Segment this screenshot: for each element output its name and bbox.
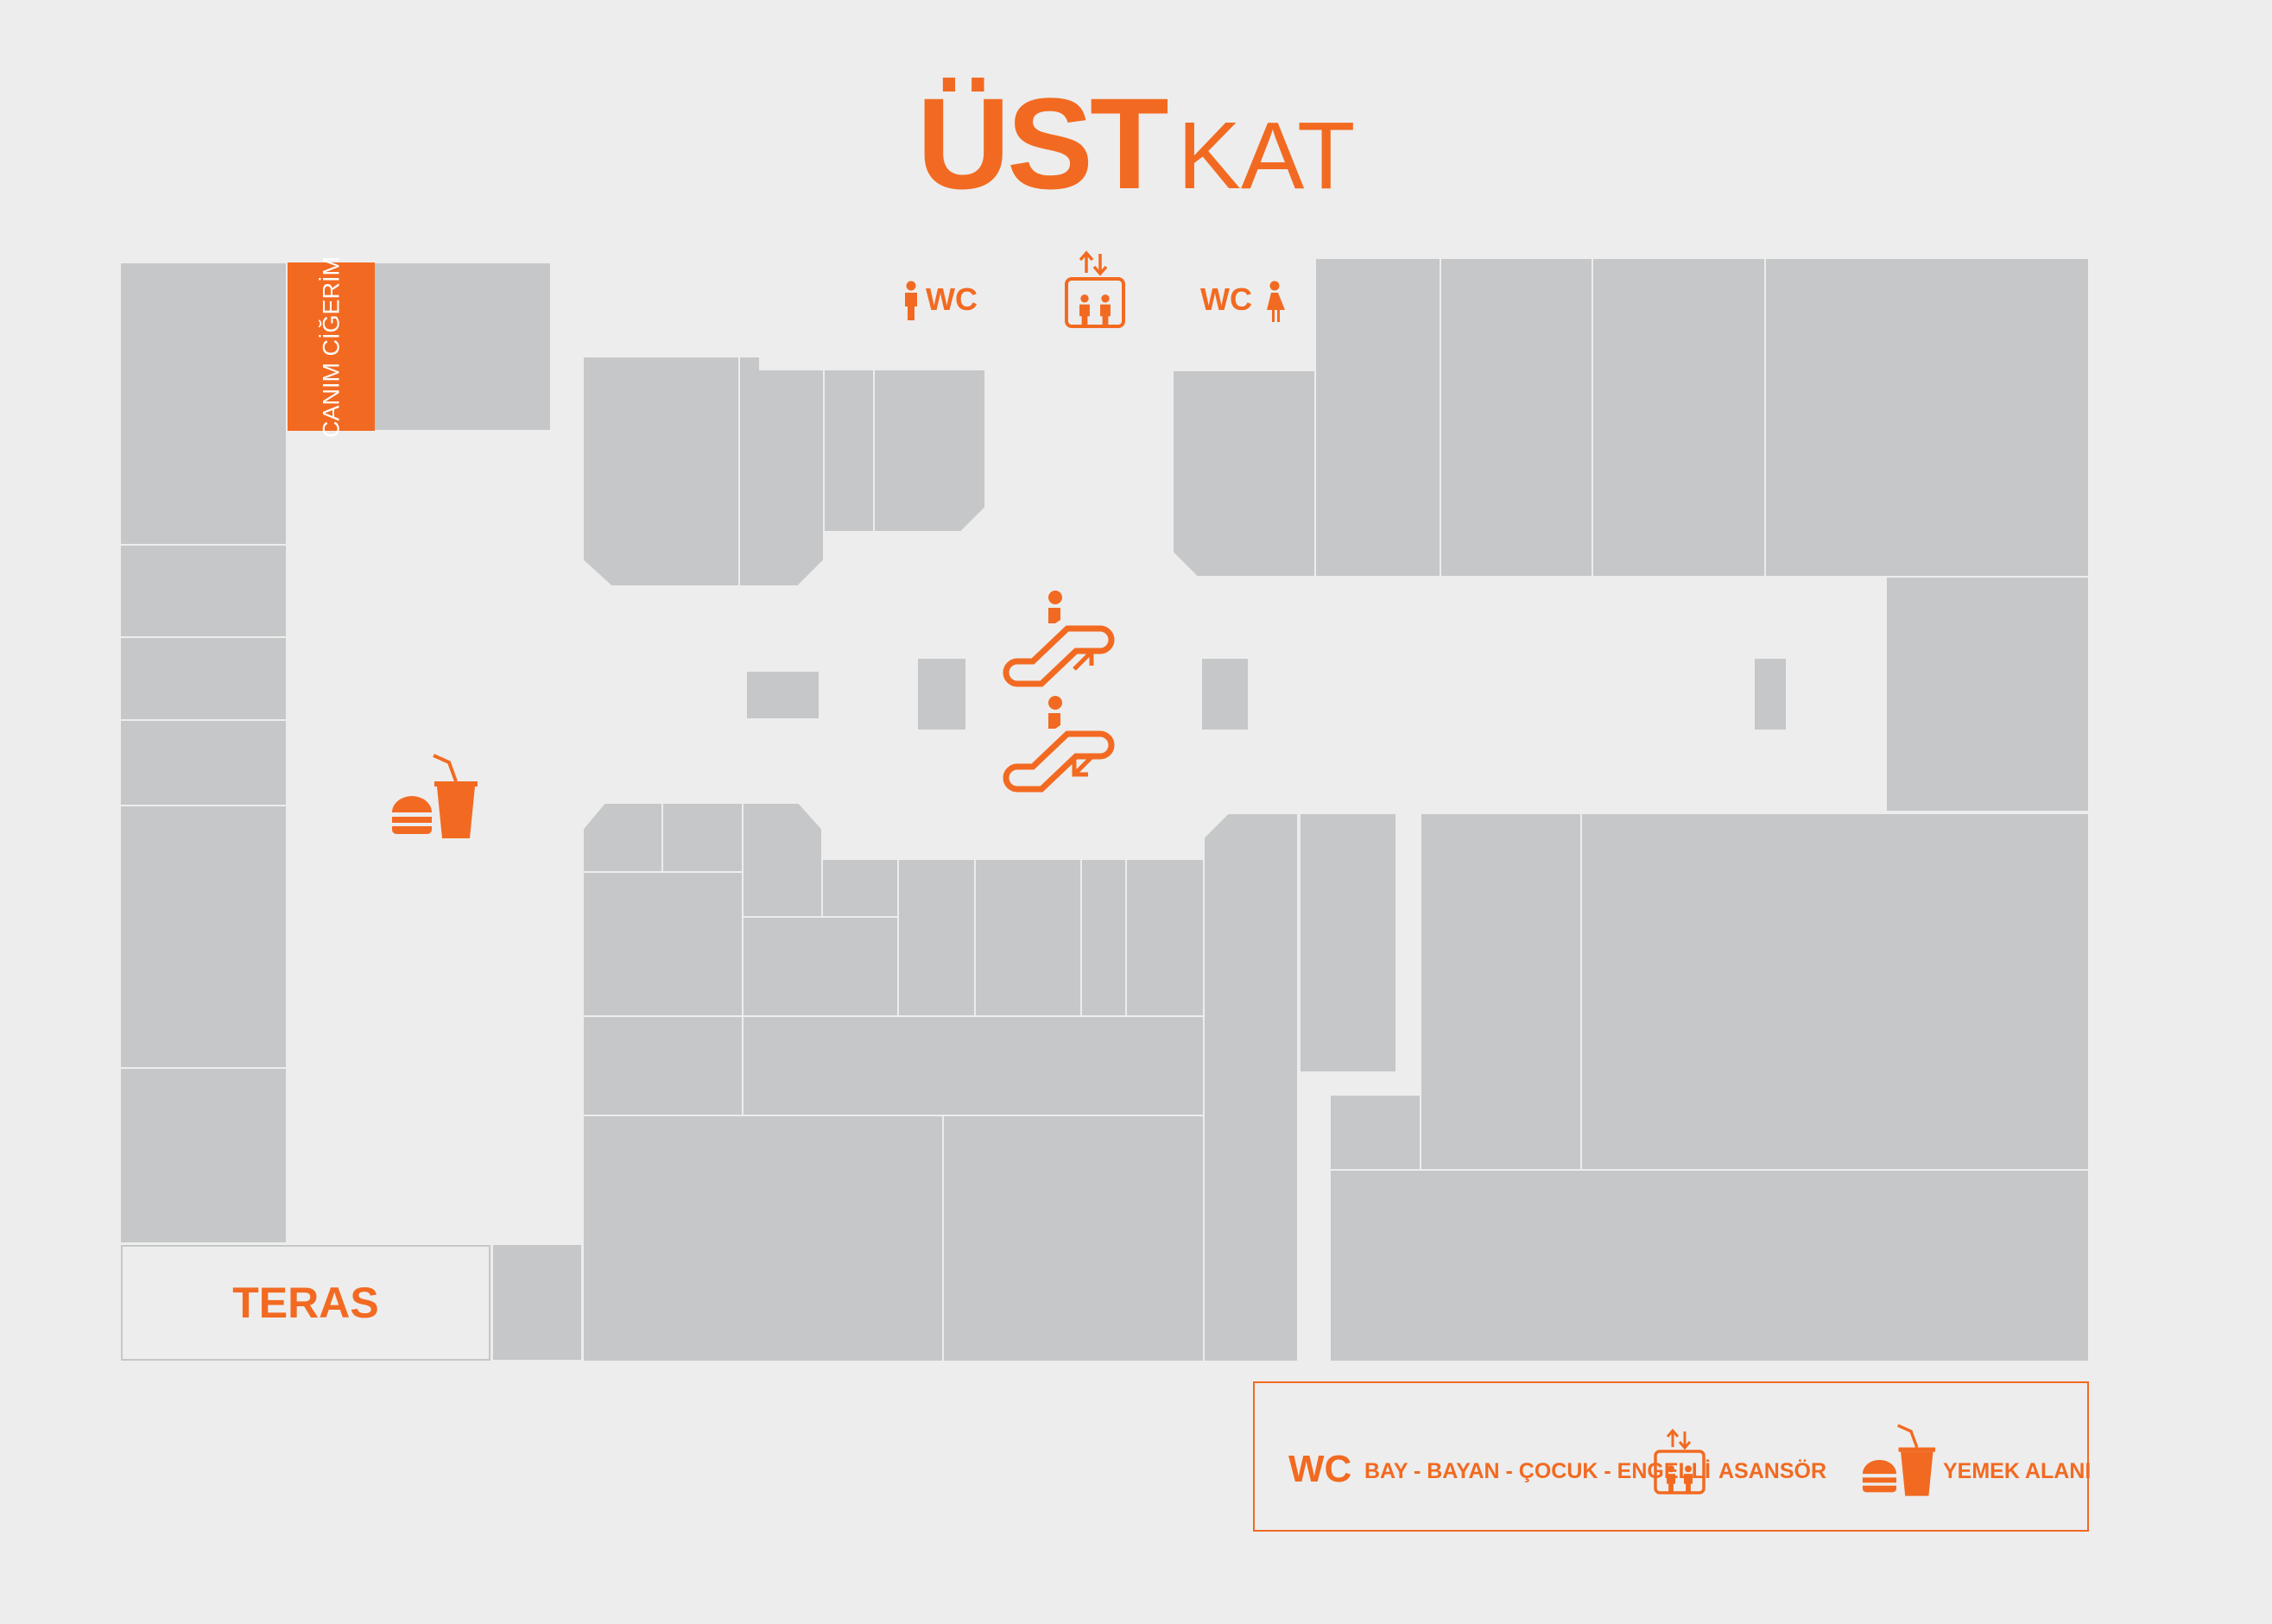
store-unit[interactable] — [582, 802, 663, 873]
terrace-label: TERAS — [232, 1279, 379, 1327]
store-unit[interactable] — [119, 805, 288, 1069]
store-unit[interactable] — [119, 719, 288, 806]
store-unit[interactable] — [1420, 812, 1582, 1171]
store-unit[interactable] — [742, 1015, 1205, 1116]
terrace-area[interactable]: TERAS — [121, 1245, 490, 1361]
store-unit[interactable] — [1885, 576, 2090, 812]
escalator-up-icon[interactable] — [1006, 591, 1111, 684]
man-icon — [905, 281, 917, 320]
legend-wc-symbol: WC — [1288, 1448, 1352, 1490]
store-unit[interactable] — [742, 916, 899, 1017]
store-unit[interactable] — [1764, 257, 2090, 578]
legend-food-text: YEMEK ALANI — [1943, 1459, 2092, 1483]
store-unit[interactable] — [119, 1067, 288, 1244]
woman-icon — [1267, 281, 1285, 322]
store-unit[interactable] — [582, 356, 740, 587]
store-unit[interactable] — [974, 858, 1082, 1017]
store-unit[interactable] — [942, 1115, 1205, 1362]
store-canim-cigerim-label: CANIM CİĞERİM — [318, 256, 344, 438]
store-unit[interactable] — [821, 858, 899, 918]
store-unit[interactable] — [1080, 858, 1127, 1017]
kiosk[interactable] — [918, 659, 965, 730]
wc-right-label[interactable]: WC — [1200, 281, 1252, 317]
food-court-icon[interactable] — [392, 754, 478, 838]
floor-title-light: KAT — [1177, 103, 1356, 209]
store-unit[interactable] — [1329, 1094, 1421, 1171]
store-unit[interactable] — [897, 858, 976, 1017]
store-unit[interactable] — [873, 369, 986, 533]
legend-food-icon — [1862, 1424, 1936, 1496]
floor-title-bold: ÜST — [916, 71, 1169, 216]
store-unit[interactable] — [119, 262, 288, 546]
wc-left-label[interactable]: WC — [926, 281, 978, 317]
store-unit[interactable] — [1125, 858, 1205, 1017]
store-unit[interactable] — [582, 1015, 744, 1116]
store-unit[interactable] — [1580, 812, 2090, 1171]
store-unit[interactable] — [1299, 812, 1397, 1073]
legend-elevator-text: ASANSÖR — [1718, 1459, 1827, 1483]
kiosk[interactable] — [1202, 659, 1248, 730]
store-unit[interactable] — [1329, 1169, 2090, 1362]
kiosk[interactable] — [1755, 659, 1786, 730]
store-unit[interactable] — [1592, 257, 1766, 578]
store-unit[interactable] — [823, 369, 875, 533]
store-unit[interactable] — [491, 1243, 583, 1362]
store-unit[interactable] — [1203, 812, 1299, 1362]
store-canim-cigerim[interactable]: CANIM CİĞERİM — [288, 256, 375, 438]
legend — [1253, 1381, 2089, 1532]
store-unit[interactable] — [119, 544, 288, 638]
legend-elevator-icon — [1654, 1428, 1706, 1494]
store-unit[interactable] — [1314, 257, 1441, 578]
store-unit[interactable] — [119, 636, 288, 721]
kiosk[interactable] — [747, 672, 819, 718]
legend-wc-text: BAY - BAYAN - ÇOCUK - ENGELLİ — [1364, 1459, 1711, 1483]
store-unit[interactable] — [1440, 257, 1593, 578]
store-unit[interactable] — [1172, 370, 1316, 578]
store-unit[interactable] — [372, 262, 552, 432]
store-unit[interactable] — [582, 871, 744, 1017]
store-unit[interactable] — [738, 356, 825, 587]
elevator-icon[interactable] — [1065, 250, 1125, 328]
escalator-down-icon[interactable] — [1006, 696, 1111, 789]
store-unit[interactable] — [742, 802, 823, 918]
store-unit[interactable] — [582, 1115, 944, 1362]
